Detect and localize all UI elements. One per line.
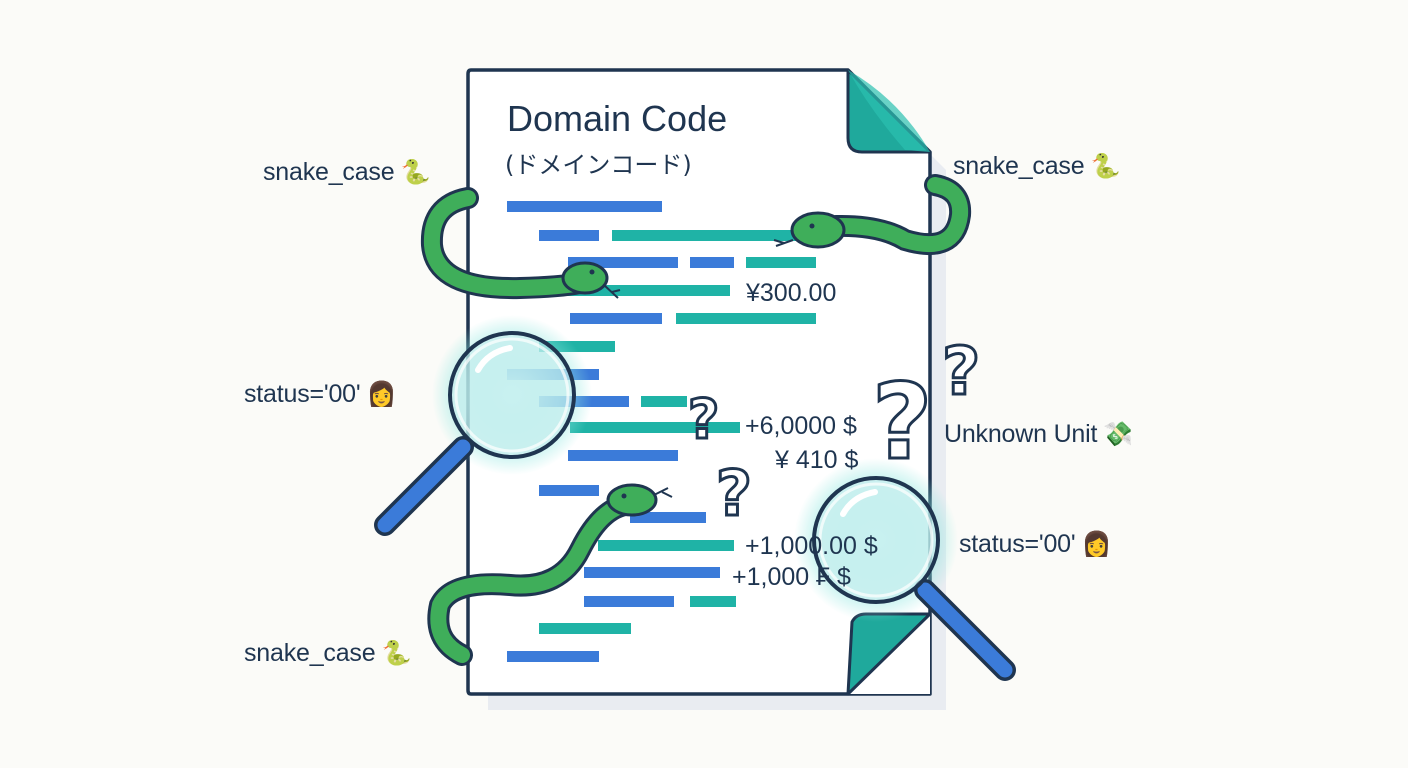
label-unknown-unit: Unknown Unit💸: [944, 420, 1133, 449]
magnifier-left: [374, 315, 592, 536]
question-mark-icon: ?: [716, 457, 752, 530]
question-mark-icon: ?: [688, 388, 719, 451]
label-text: snake_case: [263, 158, 395, 186]
question-mark-icons: ? ? ? ?: [687, 332, 982, 532]
question-mark-icon: ?: [942, 333, 980, 410]
label-status-left: status='00'👩: [244, 380, 396, 409]
question-mark-icon: ?: [872, 361, 932, 483]
amount-yen-410: ¥ 410 $: [775, 446, 859, 474]
document-title: Domain Code: [507, 98, 728, 139]
amount-yen-300: ¥300.00: [746, 279, 837, 307]
magnifier-right: [794, 458, 1016, 681]
snake-bottom: [427, 483, 673, 666]
label-text: Unknown Unit: [944, 420, 1098, 448]
label-snake-case-right-top: snake_case🐍: [953, 152, 1120, 181]
label-status-right: status='00'👩: [959, 530, 1111, 559]
label-text: status='00': [959, 530, 1076, 558]
label-snake-case-left-top: snake_case🐍: [263, 158, 430, 187]
amount-plus-1-b: +1,000 ₣ $: [732, 563, 851, 591]
amount-plus-1-a: +1,000.00 $: [745, 532, 878, 560]
label-snake-case-left-bottom: snake_case🐍: [244, 639, 411, 668]
amount-plus-6: +6,0000 $: [745, 412, 857, 440]
snake-top-right: [773, 174, 972, 256]
person-investigator-icon: 👩: [1081, 530, 1112, 558]
snake-icon: 🐍: [381, 639, 412, 667]
label-text: status='00': [244, 380, 361, 408]
person-investigator-icon: 👩: [366, 380, 397, 408]
snake-icon: 🐍: [400, 158, 431, 186]
label-text: snake_case: [953, 152, 1085, 180]
snake-icon: 🐍: [1090, 152, 1121, 180]
label-text: snake_case: [244, 639, 376, 667]
document-subtitle: (ドメインコード): [505, 151, 692, 179]
snake-top-left: [420, 187, 621, 300]
money-with-wings-icon: 💸: [1103, 420, 1133, 448]
top-fold-curl: [848, 70, 930, 152]
